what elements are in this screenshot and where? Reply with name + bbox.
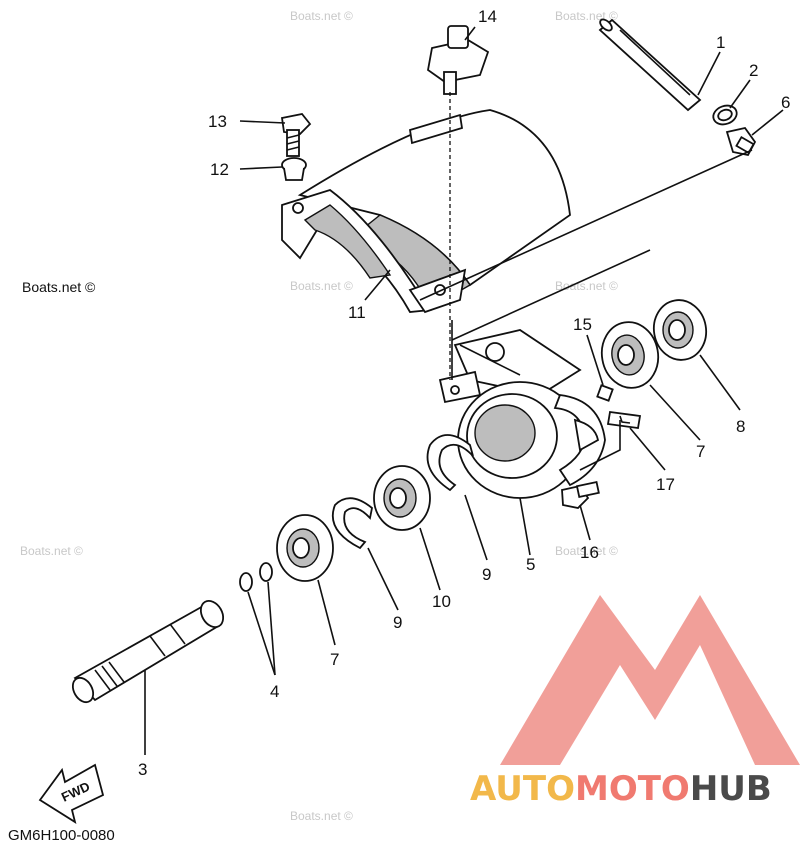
callout-17: 17 bbox=[656, 475, 675, 494]
watermark: Boats.net © bbox=[20, 544, 83, 558]
logo-mark bbox=[500, 595, 800, 765]
callout-3: 3 bbox=[138, 760, 147, 779]
callout-13: 13 bbox=[208, 112, 227, 131]
part-circlip-9-lower bbox=[331, 497, 373, 550]
fwd-arrow: FWD bbox=[38, 763, 105, 824]
watermarks: Boats.net © Boats.net © Boats.net © Boat… bbox=[20, 9, 618, 823]
part-bracket-pin bbox=[427, 25, 490, 95]
watermark-dark: Boats.net © bbox=[22, 279, 96, 295]
brand-logo: AUTOMOTOHUB bbox=[470, 769, 772, 809]
watermark: Boats.net © bbox=[290, 809, 353, 823]
callout-9-upper: 9 bbox=[482, 565, 491, 584]
leader-lines bbox=[144, 26, 784, 755]
callout-11: 11 bbox=[348, 303, 366, 322]
part-seal-8 bbox=[652, 299, 708, 361]
callout-4: 4 bbox=[270, 682, 279, 701]
part-rod bbox=[598, 18, 702, 112]
callout-5: 5 bbox=[526, 555, 535, 574]
callout-12: 12 bbox=[210, 160, 229, 179]
callout-14: 14 bbox=[478, 7, 497, 26]
watermark: Boats.net © bbox=[555, 544, 618, 558]
assembly-lines bbox=[419, 92, 753, 380]
part-clip bbox=[606, 410, 642, 430]
callout-6: 6 bbox=[781, 93, 790, 112]
part-shaft bbox=[71, 599, 225, 704]
part-bolt-13 bbox=[280, 113, 312, 157]
watermark: Boats.net © bbox=[290, 279, 353, 293]
callouts: 1 2 6 13 14 12 11 15 8 7 17 16 5 9 10 9 … bbox=[138, 7, 790, 779]
part-cover bbox=[281, 109, 571, 314]
part-small-pin bbox=[596, 384, 614, 402]
brand-part-3: HUB bbox=[690, 769, 772, 809]
callout-1: 1 bbox=[716, 33, 725, 52]
part-housing bbox=[438, 329, 606, 499]
part-o-rings bbox=[239, 562, 273, 592]
callout-10: 10 bbox=[432, 592, 451, 611]
watermark: Boats.net © bbox=[290, 9, 353, 23]
part-clamp bbox=[712, 104, 738, 126]
watermark: Boats.net © bbox=[555, 279, 618, 293]
part-bearing-10 bbox=[373, 465, 431, 531]
part-collar bbox=[281, 157, 307, 181]
brand-part-1: AUTO bbox=[470, 769, 575, 809]
callout-2: 2 bbox=[749, 61, 758, 80]
callout-7-lower: 7 bbox=[330, 650, 339, 669]
part-circlip-9-upper bbox=[426, 434, 474, 492]
part-bearing-7-lower bbox=[276, 514, 334, 582]
callout-16: 16 bbox=[580, 543, 599, 562]
part-nipple bbox=[725, 126, 757, 157]
callout-8: 8 bbox=[736, 417, 745, 436]
diagram-code: GM6H100-0080 bbox=[8, 827, 115, 844]
part-bolt-16 bbox=[561, 480, 600, 509]
callout-7-upper: 7 bbox=[696, 442, 705, 461]
callout-15: 15 bbox=[573, 315, 592, 334]
part-bearing-7-upper bbox=[600, 321, 660, 389]
callout-9-lower: 9 bbox=[393, 613, 402, 632]
brand-part-2: MOTO bbox=[575, 769, 690, 809]
